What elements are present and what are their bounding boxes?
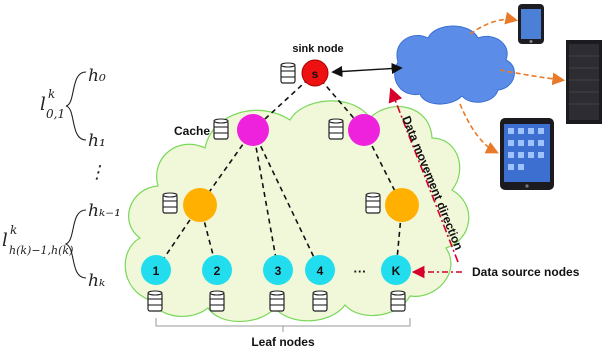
level-brace-bottom — [64, 209, 87, 279]
to-smartphone-arrow — [469, 11, 519, 35]
link-top-base: l — [40, 94, 46, 115]
leaf-node-2[interactable]: 2 — [202, 255, 232, 285]
sink-node-caption: sink node — [292, 43, 343, 55]
leaf-node-1[interactable]: 1 — [141, 255, 171, 285]
intermediate-left-database-icon — [162, 192, 178, 214]
svg-text:4: 4 — [317, 264, 324, 278]
leaf-4-database-icon — [312, 290, 328, 312]
cache-node-left[interactable] — [237, 114, 269, 146]
to-tablet-arrow — [459, 103, 499, 154]
link-top-sup: k — [48, 87, 55, 101]
leaf-node-k[interactable]: K — [381, 255, 411, 285]
svg-text:3: 3 — [275, 264, 282, 278]
leaf-ellipsis: ··· — [354, 264, 367, 279]
to-server-arrow — [499, 69, 566, 86]
link-top-sub: 0,1 — [46, 107, 65, 121]
leaf-3-database-icon — [269, 290, 285, 312]
intermediate-right-database-icon — [365, 192, 381, 214]
link-bottom-sup: k — [10, 223, 17, 237]
level-hk: hₖ — [88, 271, 105, 291]
link-bottom-base: l — [2, 230, 8, 251]
leaf-1-database-icon — [147, 290, 163, 312]
leaf-nodes-label: Leaf nodes — [251, 335, 315, 349]
leaf-bracket — [155, 318, 411, 327]
sink-cloud-link — [331, 62, 403, 78]
sink-database-icon — [280, 62, 296, 84]
intermediate-node-left[interactable] — [183, 188, 217, 222]
data-movement-arrow — [388, 87, 459, 263]
level-h0: h₀ — [88, 66, 106, 86]
level-hk-minus-1: hₖ₋₁ — [88, 201, 121, 221]
internet-cloud — [394, 25, 515, 105]
sink-node[interactable]: s — [301, 59, 329, 87]
cache-left-database-icon — [213, 118, 229, 140]
level-notation: h₀ h₁ ⋮ hₖ₋₁ hₖ l k 0,1 l k h(k)−1,h(k) — [2, 66, 121, 291]
level-dots: ⋮ — [88, 162, 106, 183]
cache-right-database-icon — [328, 118, 344, 140]
cache-label: Cache — [174, 124, 210, 138]
data-source-label: Data source nodes — [472, 265, 580, 279]
leaf-node-4[interactable]: 4 — [305, 255, 335, 285]
tablet-icon — [500, 118, 554, 190]
sink-node-label: s — [312, 67, 319, 81]
level-brace-top — [65, 71, 87, 141]
leaf-k-database-icon — [390, 290, 406, 312]
level-h1: h₁ — [88, 131, 106, 151]
link-bottom-sub: h(k)−1,h(k) — [9, 244, 73, 257]
server-rack-icon — [566, 40, 602, 124]
cache-node-right[interactable] — [348, 114, 380, 146]
svg-text:K: K — [392, 264, 401, 278]
leaf-2-database-icon — [209, 290, 225, 312]
svg-text:1: 1 — [153, 264, 160, 278]
intermediate-node-right[interactable] — [385, 188, 419, 222]
leaf-node-3[interactable]: 3 — [263, 255, 293, 285]
svg-text:2: 2 — [214, 264, 221, 278]
smartphone-icon — [518, 4, 544, 44]
